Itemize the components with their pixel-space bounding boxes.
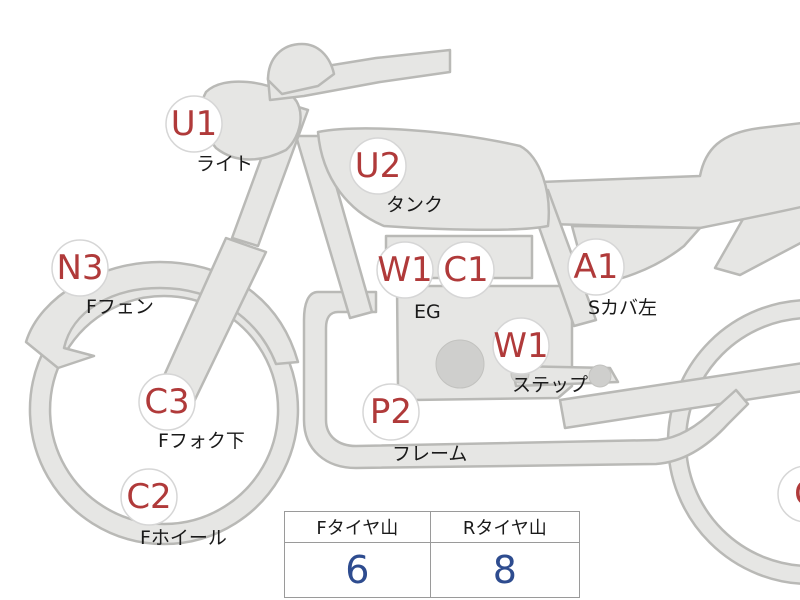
label-tank: タンク (386, 194, 443, 216)
down-tube-shape (294, 134, 374, 320)
tire-tread-table: Fタイヤ山 Rタイヤ山 6 8 (284, 511, 581, 598)
code-c2: C2 (126, 477, 171, 517)
code-u1: U1 (171, 104, 218, 144)
label-step: ステップ (512, 374, 588, 396)
tire-table-header-row: Fタイヤ山 Rタイヤ山 (284, 511, 581, 543)
label-front-fork-lower: Fフォク下 (158, 430, 245, 452)
swingarm-shape (558, 362, 800, 430)
engine-cover-circle (435, 339, 485, 389)
code-badge-w1-step: W1 (492, 317, 550, 375)
step-bolt-right (588, 364, 612, 388)
code-w1-engine: W1 (377, 250, 432, 290)
value-front-tire-tread: 6 (284, 542, 431, 598)
code-badge-p2: P2 (362, 383, 420, 441)
code-w1-step: W1 (493, 326, 548, 366)
meter-shape (266, 42, 336, 96)
code-badge-c-rear: C (777, 465, 800, 523)
label-engine: EG (414, 301, 441, 323)
code-badge-c3: C3 (138, 373, 196, 431)
header-front-tire-tread: Fタイヤ山 (284, 511, 431, 543)
code-p2: P2 (370, 392, 412, 432)
tire-table-value-row: 6 8 (284, 542, 581, 598)
code-c-rear: C (794, 474, 800, 514)
code-u2: U2 (355, 146, 402, 186)
value-rear-tire-tread: 8 (429, 542, 581, 598)
code-badge-n3: N3 (51, 239, 109, 297)
label-side-cover-left: Sカバ左 (588, 297, 657, 319)
code-c1: C1 (443, 250, 488, 290)
label-front-fender: Fフェン (86, 296, 154, 318)
code-a1: A1 (574, 247, 619, 287)
code-c3: C3 (144, 382, 189, 422)
rear-wheel-shape (666, 299, 800, 585)
label-frame: フレーム (392, 443, 467, 465)
seat-shape (536, 121, 800, 230)
code-n3: N3 (56, 248, 103, 288)
code-badge-u2: U2 (349, 137, 407, 195)
code-badge-w1-engine: W1 (376, 241, 434, 299)
code-badge-c1: C1 (437, 241, 495, 299)
label-front-wheel: Fホイール (140, 527, 227, 549)
label-light: ライト (196, 153, 253, 175)
header-rear-tire-tread: Rタイヤ山 (429, 511, 581, 543)
code-badge-a1: A1 (567, 238, 625, 296)
code-badge-u1: U1 (165, 95, 223, 153)
code-badge-c2: C2 (120, 468, 178, 526)
